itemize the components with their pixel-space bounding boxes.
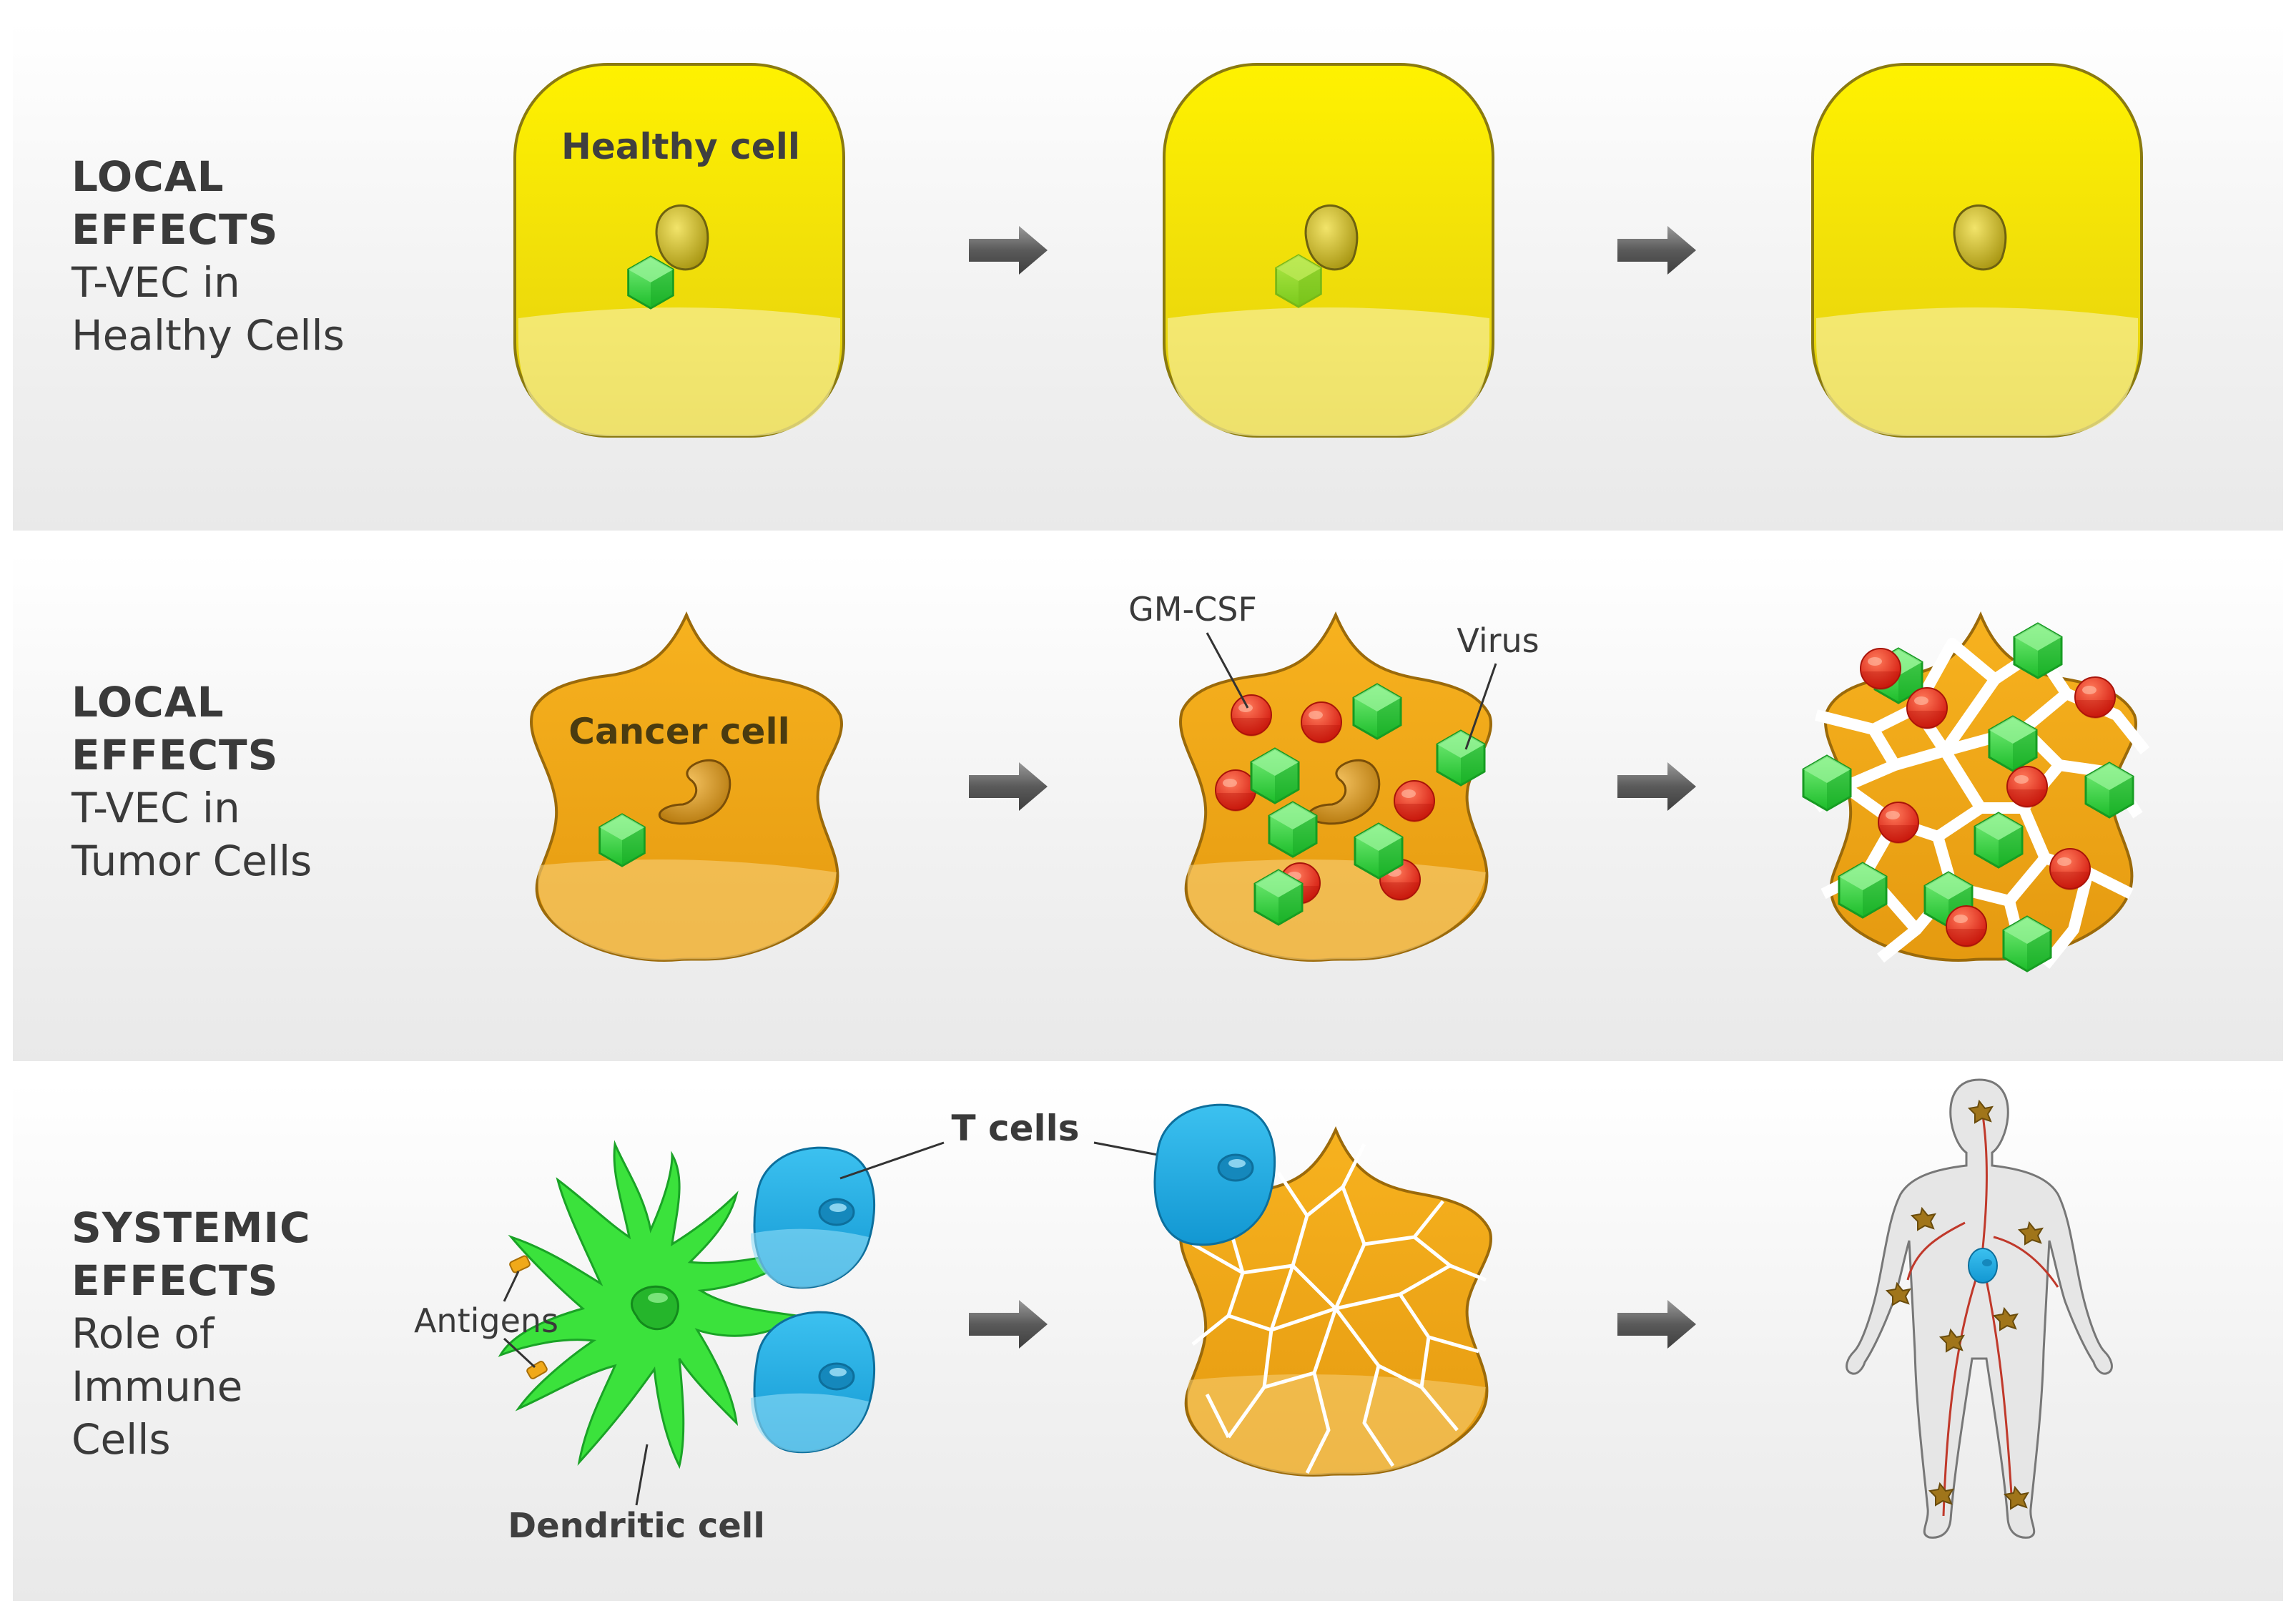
row-sub-line: T-VEC in [72,784,240,832]
t-cells-label: T cells [951,1108,1079,1149]
gm-csf-leader-line [1206,632,1249,709]
healthy-cell-label: Healthy cell [561,126,800,167]
dendritic-leader-line [635,1444,649,1506]
arrow-right-icon [1617,1300,1696,1349]
row-sub-line: T-VEC in [72,258,240,307]
row-label-healthy: LOCAL EFFECTS T-VEC in Healthy Cells [72,150,345,362]
arrow-right-icon [969,226,1048,275]
cancer-cell-attacked [1178,1128,1493,1477]
row-heading-line: LOCAL [72,678,225,726]
row-label-tumor: LOCAL EFFECTS T-VEC in Tumor Cells [72,676,312,887]
row-band-systemic [13,1083,2283,1601]
t-cells-leader-line [839,1141,945,1180]
cancer-cell-stage-2 [1178,614,1493,962]
row-heading-line: EFFECTS [72,205,279,254]
healthy-cell-stage-2 [1163,63,1494,438]
row-heading-line: LOCAL [72,152,225,201]
dendritic-cell [498,1140,804,1469]
cancer-cell-stage-1 [529,614,844,962]
row-heading-line: EFFECTS [72,731,279,779]
row-heading-line: SYSTEMIC [72,1203,311,1252]
arrow-right-icon [1617,762,1696,811]
dendritic-cell-label: Dendritic cell [508,1506,765,1546]
cancer-cell-label: Cancer cell [568,711,789,752]
row-sub-line: Tumor Cells [72,837,312,885]
row-sub-line: Role of [72,1309,215,1358]
row-heading-line: EFFECTS [72,1256,279,1305]
virus-leader-line [1464,663,1497,750]
arrow-right-icon [969,1300,1048,1349]
cancer-cell-lysed [1802,614,2150,972]
antigen-marker [509,1255,531,1273]
gm-csf-label: GM-CSF [1128,590,1257,629]
row-sub-line: Healthy Cells [72,311,345,360]
row-label-systemic: SYSTEMIC EFFECTS Role of Immune Cells [72,1201,311,1466]
antigens-leader-line [503,1337,536,1369]
antigens-leader-line [503,1271,520,1302]
arrow-right-icon [969,762,1048,811]
row-sub-line: Immune [72,1362,243,1411]
t-cell [751,1146,876,1289]
healthy-cell-stage-1 [513,63,845,438]
virus-label: Virus [1457,621,1539,660]
antigens-label: Antigens [414,1301,558,1340]
arrow-right-icon [1617,226,1696,275]
row-sub-line: Cells [72,1415,171,1464]
t-cell [1153,1103,1276,1246]
healthy-cell-stage-3 [1811,63,2143,438]
human-body-icon [1846,1078,2113,1539]
t-cell [751,1311,876,1454]
